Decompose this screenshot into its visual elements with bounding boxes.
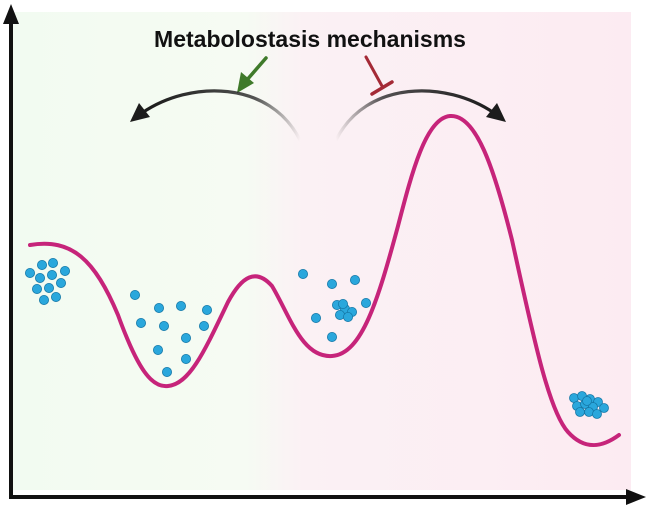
particle xyxy=(158,320,169,331)
particle xyxy=(337,298,348,309)
particle xyxy=(39,294,50,305)
particle xyxy=(326,278,337,289)
particle xyxy=(201,304,212,315)
right-curved-arrow xyxy=(334,89,506,142)
particle xyxy=(584,407,594,417)
particle xyxy=(24,267,35,278)
inhibition-bar-icon xyxy=(364,55,394,96)
particle xyxy=(175,300,186,311)
particle xyxy=(35,272,46,283)
axes xyxy=(3,4,646,505)
green-arrow-icon xyxy=(237,56,268,93)
x-axis-arrowhead xyxy=(626,489,646,505)
particle xyxy=(360,297,371,308)
particle xyxy=(32,283,43,294)
native-cluster xyxy=(24,257,71,305)
particle xyxy=(599,403,609,413)
particle xyxy=(152,344,163,355)
dispersed-particles xyxy=(129,289,212,377)
particle xyxy=(592,409,602,419)
particle xyxy=(60,265,71,276)
particle xyxy=(37,259,48,270)
particle xyxy=(342,311,353,322)
energy-landscape-curve xyxy=(28,113,621,448)
particle xyxy=(180,353,191,364)
particle xyxy=(575,407,585,417)
background-panel xyxy=(11,12,631,490)
particle xyxy=(297,268,308,279)
particle xyxy=(180,332,191,343)
dense-aggregate xyxy=(569,391,609,419)
particle xyxy=(56,277,67,288)
particle xyxy=(161,366,172,377)
particle xyxy=(198,320,209,331)
partial-aggregate xyxy=(297,268,371,342)
particle xyxy=(135,317,146,328)
diagram-title: Metabolostasis mechanisms xyxy=(154,26,466,52)
left-curved-arrow xyxy=(130,89,302,142)
particle xyxy=(51,291,62,302)
particle xyxy=(47,269,58,280)
particle xyxy=(153,302,164,313)
particle xyxy=(44,282,55,293)
particle xyxy=(310,312,321,323)
particle xyxy=(326,331,337,342)
particle xyxy=(582,396,592,406)
particle xyxy=(349,274,360,285)
particle xyxy=(48,257,59,268)
y-axis-arrowhead xyxy=(3,4,19,24)
particle xyxy=(129,289,140,300)
